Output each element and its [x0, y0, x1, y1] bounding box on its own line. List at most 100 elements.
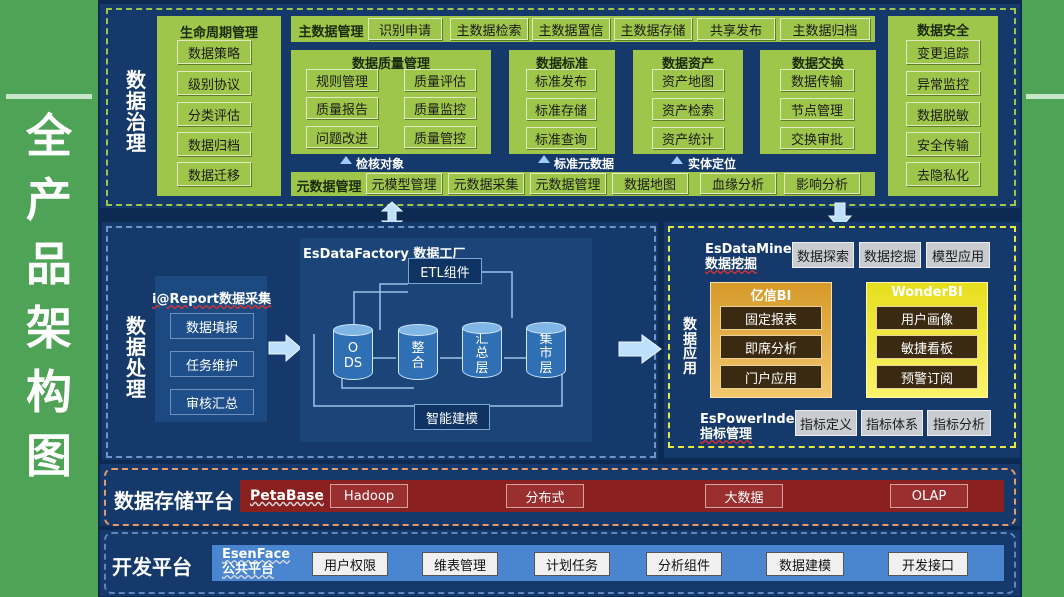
dev-item[interactable]: 维表管理 — [422, 552, 498, 576]
asset-item[interactable]: 资产统计 — [652, 127, 724, 149]
esenface-title-line: EsenFace — [222, 547, 291, 562]
lifecycle-item[interactable]: 数据迁移 — [177, 162, 251, 186]
standard-item[interactable]: 标准查询 — [526, 127, 596, 149]
quality-item[interactable]: 质量报告 — [306, 97, 378, 119]
quality-title: 数据质量管理 — [351, 57, 430, 72]
storage-item[interactable]: OLAP — [890, 484, 968, 508]
smart-model-component[interactable]: 智能建模 — [414, 404, 490, 430]
yixin-item[interactable]: 固定报表 — [720, 306, 822, 330]
exchange-item[interactable]: 数据传输 — [780, 69, 854, 91]
wonderbi-item[interactable]: 预警订阅 — [876, 365, 978, 389]
mart-store[interactable]: 集市层 — [526, 322, 566, 378]
master-data-item[interactable]: 共享发布 — [697, 18, 775, 40]
security-title: 数据安全 — [916, 24, 969, 39]
title-char: 产 — [26, 173, 72, 227]
right-side-bar — [1022, 0, 1064, 597]
dev-item[interactable]: 计划任务 — [534, 552, 610, 576]
master-data-item[interactable]: 主数据置信 — [532, 18, 610, 40]
etl-component[interactable]: ETL组件 — [408, 258, 482, 284]
dev-item[interactable]: 分析组件 — [646, 552, 722, 576]
ireport-item[interactable]: 任务维护 — [170, 351, 254, 377]
master-data-item[interactable]: 主数据归档 — [780, 18, 870, 40]
miner-item[interactable]: 模型应用 — [926, 242, 990, 268]
master-data-item[interactable]: 主数据检索 — [450, 18, 528, 40]
metadata-item[interactable]: 元数据管理 — [530, 173, 606, 194]
lifecycle-item[interactable]: 数据策略 — [177, 40, 251, 64]
asset-item[interactable]: 资产检索 — [652, 98, 724, 120]
standard-item[interactable]: 标准存储 — [526, 98, 596, 120]
up-arrow-icon — [340, 156, 352, 164]
updown-arrow-icon — [538, 155, 550, 163]
lifecycle-item[interactable]: 级别协议 — [177, 71, 251, 95]
powerindex-item[interactable]: 指标体系 — [861, 410, 923, 436]
standard-item[interactable]: 标准发布 — [526, 69, 596, 91]
power-title-line: EsPowerIndex — [700, 412, 803, 427]
right-arrow-icon — [618, 334, 662, 364]
integration-store[interactable]: 整合 — [398, 324, 438, 380]
quality-item[interactable]: 问题改进 — [306, 126, 378, 148]
security-item[interactable]: 变更追踪 — [906, 40, 980, 64]
miner-item[interactable]: 数据探索 — [792, 242, 854, 268]
dev-item[interactable]: 数据建模 — [766, 552, 844, 576]
quality-item[interactable]: 质量监控 — [404, 97, 476, 119]
dev-item[interactable]: 用户权限 — [312, 552, 388, 576]
ireport-item[interactable]: 审核汇总 — [170, 389, 254, 415]
quality-item[interactable]: 质量管控 — [404, 126, 476, 148]
yixin-item[interactable]: 门户应用 — [720, 365, 822, 389]
metadata-item[interactable]: 元数据采集 — [448, 173, 524, 194]
ireport-title: i@Report数据采集 — [152, 292, 272, 307]
petabase-title: PetaBase — [250, 488, 324, 504]
yixin-item[interactable]: 即席分析 — [720, 335, 822, 359]
exchange-item[interactable]: 交换审批 — [780, 127, 854, 149]
storage-item[interactable]: Hadoop — [330, 484, 408, 508]
store-char: DS — [343, 355, 363, 371]
store-char: 合 — [411, 355, 425, 371]
label-char: 数 — [126, 314, 146, 338]
arrow-label: 标准元数据 — [554, 157, 615, 171]
dev-item[interactable]: 开发接口 — [888, 552, 968, 576]
powerindex-item[interactable]: 指标分析 — [927, 410, 991, 436]
asset-title: 数据资产 — [661, 57, 714, 72]
summary-store[interactable]: 汇总层 — [462, 322, 502, 378]
label-char: 处 — [126, 356, 146, 380]
wonderbi-item[interactable]: 用户画像 — [876, 306, 978, 330]
metadata-item[interactable]: 元模型管理 — [366, 173, 442, 194]
master-data-item[interactable]: 主数据存储 — [614, 18, 692, 40]
store-char: 汇 — [475, 332, 489, 348]
master-data-item[interactable]: 识别申请 — [368, 18, 442, 40]
lifecycle-item[interactable]: 数据归档 — [177, 132, 251, 156]
powerindex-item[interactable]: 指标定义 — [795, 410, 857, 436]
miner-title-line: EsDataMiner — [705, 242, 799, 257]
storage-item[interactable]: 大数据 — [705, 484, 783, 508]
quality-item[interactable]: 规则管理 — [306, 69, 378, 91]
miner-item[interactable]: 数据挖掘 — [859, 242, 921, 268]
label-char: 据 — [683, 331, 697, 348]
storage-item[interactable]: 分布式 — [506, 484, 584, 508]
wonderbi-item[interactable]: 敏捷看板 — [876, 335, 978, 359]
asset-item[interactable]: 资产地图 — [652, 69, 724, 91]
governance-dashed-border — [106, 8, 1016, 206]
ireport-item[interactable]: 数据填报 — [170, 313, 254, 339]
metadata-item[interactable]: 数据地图 — [612, 173, 688, 194]
label-char: 应 — [683, 346, 697, 363]
storage-label: 数据存储平台 — [114, 489, 234, 513]
label-char: 理 — [126, 131, 146, 155]
title-char: 图 — [26, 429, 72, 483]
label-char: 用 — [683, 361, 697, 378]
metadata-item[interactable]: 影响分析 — [784, 173, 860, 194]
quality-item[interactable]: 质量评估 — [404, 69, 476, 91]
security-item[interactable]: 安全传输 — [906, 132, 980, 156]
governance-label: 数 据 治 理 — [126, 70, 146, 154]
exchange-item[interactable]: 节点管理 — [780, 98, 854, 120]
security-item[interactable]: 数据脱敏 — [906, 102, 980, 126]
wonderbi-title: WonderBI — [891, 285, 963, 300]
yixin-bi-title: 亿信BI — [750, 289, 792, 304]
lifecycle-item[interactable]: 分类评估 — [177, 102, 251, 126]
factory-flow-lines — [313, 271, 563, 407]
security-item[interactable]: 去隐私化 — [906, 162, 980, 186]
metadata-item[interactable]: 血缘分析 — [700, 173, 776, 194]
label-char: 数 — [683, 317, 697, 333]
security-item[interactable]: 异常监控 — [906, 71, 980, 95]
up-arrow-icon — [671, 156, 683, 164]
